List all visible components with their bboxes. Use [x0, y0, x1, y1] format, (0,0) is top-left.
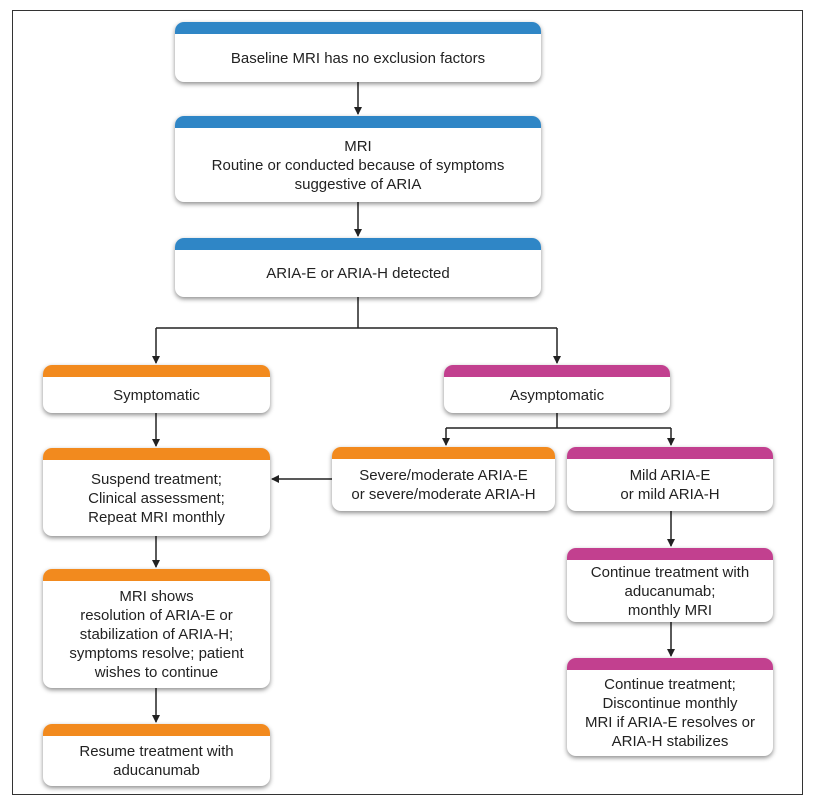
baseline-mri-box: Baseline MRI has no exclusion factors	[175, 22, 541, 82]
resume-treatment-text: Resume treatment with aducanumab	[79, 743, 234, 779]
continue-aducanumab-text: Continue treatment with aducanumab; mont…	[590, 563, 750, 619]
baseline-mri-text: Baseline MRI has no exclusion factors	[230, 49, 486, 67]
diagram-frame	[12, 10, 803, 795]
resume-treatment-box: Resume treatment with aducanumab	[43, 724, 270, 786]
suspend-treatment-box: Suspend treatment; Clinical assessment; …	[43, 448, 270, 536]
continue-discontinue-box: Continue treatment; Discontinue monthly …	[567, 658, 773, 756]
mri-resolution-text: MRI shows resolution of ARIA-E or stabil…	[69, 588, 244, 681]
aria-detected-box: ARIA-E or ARIA-H detected	[175, 238, 541, 297]
symptomatic-text: Symptomatic	[113, 386, 200, 404]
asymptomatic-box: Asymptomatic	[444, 365, 670, 413]
asymptomatic-text: Asymptomatic	[509, 386, 605, 404]
mri-box: MRI Routine or conducted because of symp…	[175, 116, 541, 202]
mri-text: MRI Routine or conducted because of symp…	[211, 137, 505, 193]
mild-aria-box: Mild ARIA-E or mild ARIA-H	[567, 447, 773, 511]
severe-aria-box: Severe/moderate ARIA-E or severe/moderat…	[332, 447, 555, 511]
aria-detected-text: ARIA-E or ARIA-H detected	[266, 265, 450, 282]
severe-aria-text: Severe/moderate ARIA-E or severe/moderat…	[351, 467, 536, 503]
suspend-treatment-text: Suspend treatment; Clinical assessment; …	[88, 470, 225, 526]
continue-discontinue-text: Continue treatment; Discontinue monthly …	[584, 676, 756, 750]
continue-aducanumab-box: Continue treatment with aducanumab; mont…	[567, 548, 773, 622]
mri-resolution-box: MRI shows resolution of ARIA-E or stabil…	[43, 569, 270, 688]
mild-aria-text: Mild ARIA-E or mild ARIA-H	[620, 467, 720, 503]
symptomatic-box: Symptomatic	[43, 365, 270, 413]
